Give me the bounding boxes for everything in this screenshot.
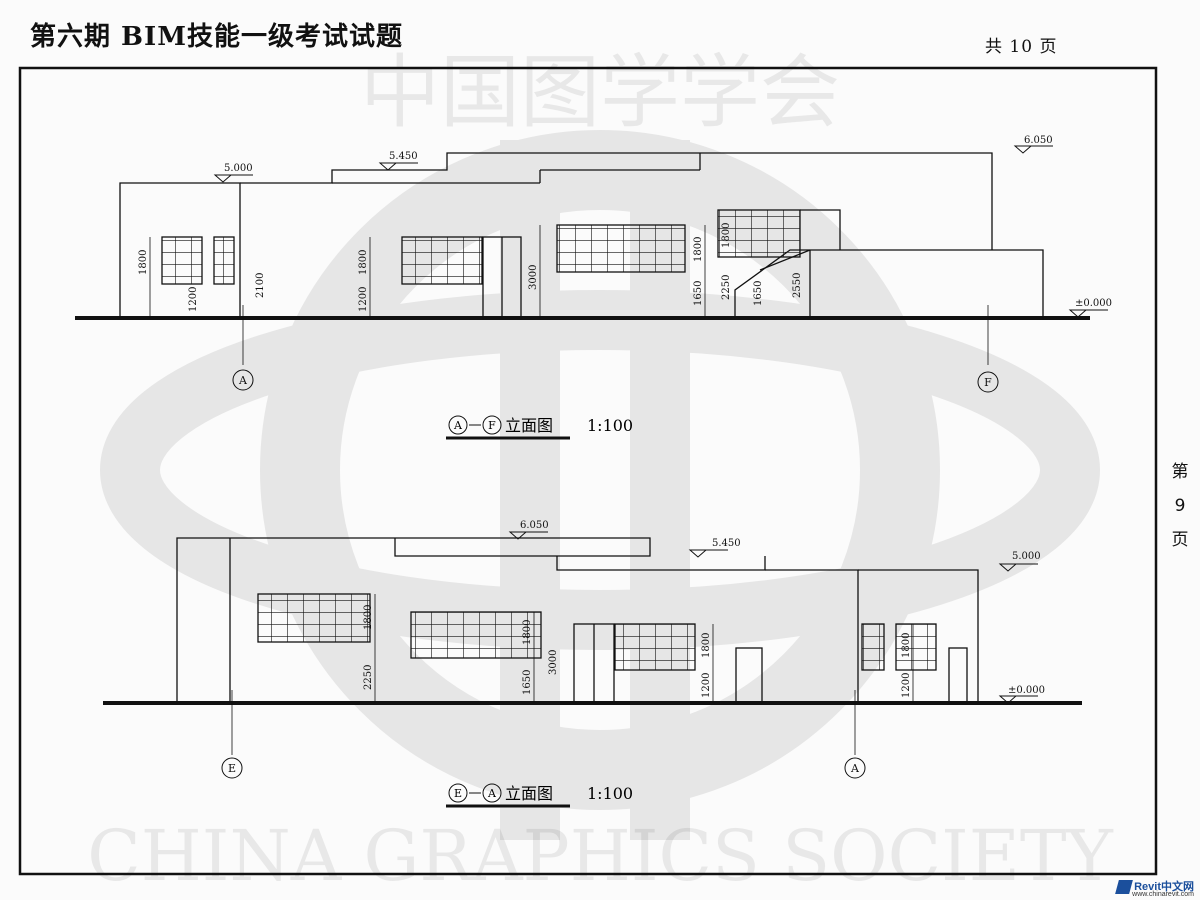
level-5450-top: 5.450 xyxy=(389,151,418,162)
elevation-top xyxy=(75,145,1108,365)
total-pages: 共 10 页 xyxy=(985,37,1058,57)
dim-top-11: 2550 xyxy=(792,273,803,298)
caption-top-scale: 1:100 xyxy=(587,416,633,435)
dim-top-4: 1200 xyxy=(358,287,369,312)
dim-bottom-5: 1800 xyxy=(701,633,712,658)
axis-a-bottom: A xyxy=(850,762,860,775)
sheet-border xyxy=(18,66,1158,876)
caption-bottom-title: 立面图 xyxy=(505,784,553,803)
dim-bottom-8: 1200 xyxy=(901,673,912,698)
dim-top-5: 3000 xyxy=(528,265,539,290)
revit-logo-icon xyxy=(1115,880,1133,894)
axis-markers-top: A F xyxy=(232,369,999,393)
dim-bottom-3: 1650 xyxy=(522,670,533,695)
caption-bottom-axis-left: E xyxy=(454,787,462,800)
logo-url: www.chinarevit.com xyxy=(1132,890,1194,898)
caption-top-axis-left: A xyxy=(453,419,463,432)
axis-a-top: A xyxy=(238,374,248,387)
dim-bottom-4: 3000 xyxy=(548,650,559,675)
dim-top-0: 1800 xyxy=(138,250,149,275)
logo-text: Revit中文网 xyxy=(1134,880,1194,893)
dim-top-3: 1800 xyxy=(358,250,369,275)
caption-bottom-axis-right: A xyxy=(487,787,497,800)
elevation-bottom-labels: 6.050 5.450 5.000 ±0.000 1800 2250 1800 … xyxy=(363,520,1045,698)
caption-top-axis-right: F xyxy=(488,419,496,432)
caption-bottom: E A 立面图 1:100 xyxy=(446,783,633,808)
dim-bottom-6: 1200 xyxy=(701,673,712,698)
level-0-bottom: ±0.000 xyxy=(1008,685,1045,696)
level-5450-bottom: 5.450 xyxy=(712,538,741,549)
page-number-prefix: 第 xyxy=(1171,462,1189,482)
caption-top-title: 立面图 xyxy=(505,416,553,435)
level-0-top: ±0.000 xyxy=(1075,298,1112,309)
dim-top-6: 1800 xyxy=(693,237,704,262)
axis-markers-bottom: E A xyxy=(221,757,866,779)
caption-top: A F 立面图 1:100 xyxy=(446,415,633,440)
exam-title: 第六期 BIM技能一级考试试题 xyxy=(30,22,403,52)
watermark xyxy=(100,130,1100,840)
watermark-text-en: CHINA GRAPHICS SOCIETY xyxy=(87,815,1113,897)
axis-f-top: F xyxy=(984,376,992,389)
dim-bottom-0: 1800 xyxy=(363,605,374,630)
level-5000-bottom: 5.000 xyxy=(1012,551,1041,562)
level-6050-top: 6.050 xyxy=(1024,135,1053,146)
page-number-vertical: 第 9 页 xyxy=(1166,455,1194,557)
site-logo: Revit中文网 www.chinarevit.com xyxy=(1115,878,1194,898)
axis-e-bottom: E xyxy=(228,762,236,775)
dim-top-8: 1800 xyxy=(721,223,732,248)
dim-top-2: 2100 xyxy=(255,273,266,298)
level-5000-top: 5.000 xyxy=(224,163,253,174)
level-6050-bottom: 6.050 xyxy=(520,520,549,531)
dim-top-10: 1650 xyxy=(753,281,764,306)
elevation-bottom xyxy=(103,531,1082,755)
dim-top-7: 1650 xyxy=(693,281,704,306)
dim-top-9: 2250 xyxy=(721,275,732,300)
dim-bottom-2: 1800 xyxy=(522,620,533,645)
dim-bottom-7: 1800 xyxy=(901,633,912,658)
elevation-top-labels: 5.000 5.450 6.050 ±0.000 1800 1200 2100 … xyxy=(138,135,1112,312)
watermark-text: 中国图学学会 xyxy=(360,46,840,139)
dim-bottom-1: 2250 xyxy=(363,665,374,690)
page-number: 9 xyxy=(1174,496,1186,516)
caption-bottom-scale: 1:100 xyxy=(587,784,633,803)
dim-top-1: 1200 xyxy=(188,287,199,312)
page-number-suffix: 页 xyxy=(1171,530,1189,550)
